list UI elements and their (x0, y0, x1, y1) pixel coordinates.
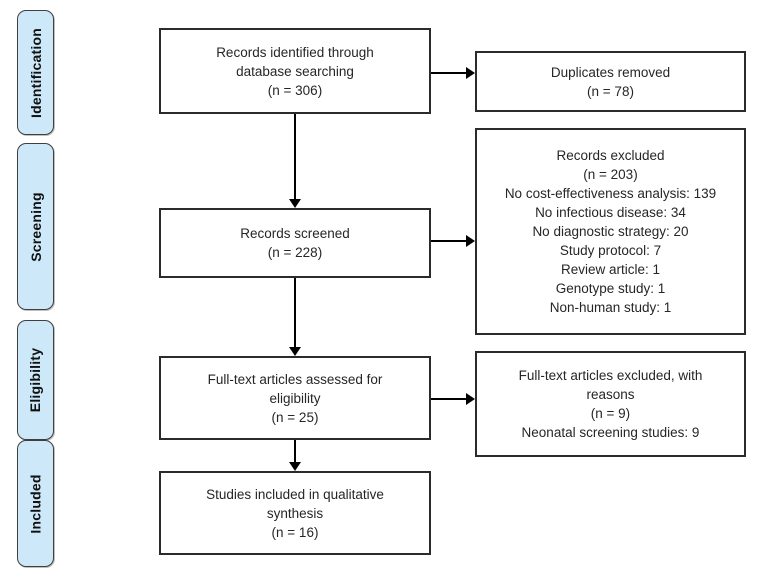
stage-label-included: Included (17, 440, 54, 567)
box-records-screened: Records screened (n = 228) (159, 208, 431, 278)
arrow-shaft (294, 278, 296, 347)
arrow-head-right-icon (466, 67, 475, 79)
stage-label-text: Eligibility (27, 347, 44, 413)
box-records-screened-text: Records screened (n = 228) (240, 226, 350, 260)
arrow-head-down-icon (289, 347, 301, 356)
arrow-head-down-icon (289, 199, 301, 208)
box-records-identified: Records identified through database sear… (159, 28, 431, 114)
arrow-head-right-icon (466, 393, 475, 405)
stage-label-eligibility: Eligibility (17, 320, 54, 440)
box-records-excluded: Records excluded (n = 203) No cost-effec… (475, 128, 746, 335)
stage-label-text: Included (27, 473, 44, 534)
arrow-head-down-icon (289, 462, 301, 471)
arrow-shaft (294, 440, 296, 462)
box-duplicates-removed-text: Duplicates removed (n = 78) (550, 64, 671, 99)
box-fulltext-excluded: Full-text articles excluded, with reason… (475, 351, 746, 457)
arrow-head-right-icon (466, 235, 475, 247)
box-fulltext-assessed: Full-text articles assessed for eligibil… (159, 356, 431, 440)
box-records-excluded-text: Records excluded (n = 203) No cost-effec… (504, 148, 717, 315)
stage-label-identification: Identification (17, 10, 54, 135)
stage-label-text: Identification (27, 27, 44, 118)
box-fulltext-excluded-text: Full-text articles excluded, with reason… (518, 368, 703, 440)
box-studies-included-text: Studies included in qualitative synthesi… (206, 486, 384, 540)
arrow-shaft (431, 240, 466, 242)
arrow-shaft (294, 114, 296, 199)
box-records-identified-text: Records identified through database sear… (216, 44, 374, 98)
box-studies-included: Studies included in qualitative synthesi… (159, 471, 431, 555)
arrow-shaft (431, 72, 466, 74)
box-duplicates-removed: Duplicates removed (n = 78) (475, 51, 746, 112)
stage-label-screening: Screening (17, 143, 54, 310)
stage-label-text: Screening (27, 191, 44, 262)
arrow-shaft (431, 398, 466, 400)
box-fulltext-assessed-text: Full-text articles assessed for eligibil… (207, 371, 383, 425)
